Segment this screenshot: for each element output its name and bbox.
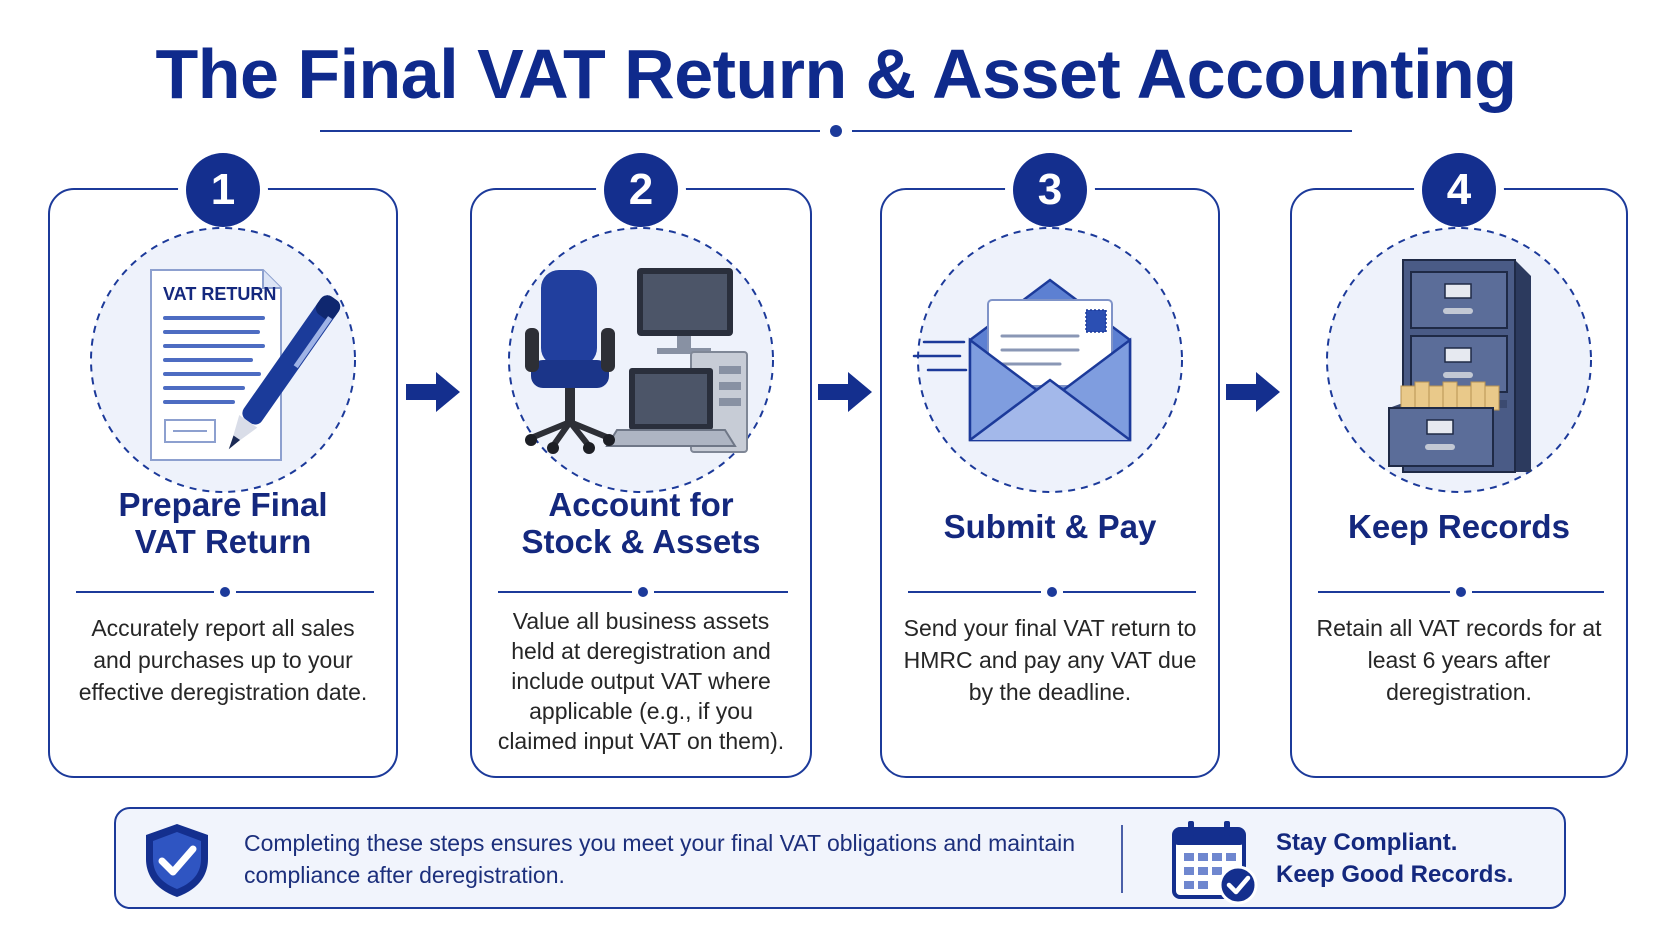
step-card-2: 2 Account for St [470,153,812,778]
step-number-badge: 1 [186,153,260,227]
office-assets-icon [508,227,774,493]
step-divider [908,587,1196,597]
title-divider [320,125,1352,137]
envelope-icon [912,227,1183,493]
step-number-badge: 2 [604,153,678,227]
footer-divider [1121,825,1123,893]
step-title: Account for Stock & Assets [521,486,761,560]
step-divider [76,587,374,597]
step-description: Accurately report all sales and purchase… [78,615,368,705]
page-title: The Final VAT Return & Asset Accounting [155,35,1517,113]
step-description: Retain all VAT records for at least 6 ye… [1316,615,1602,705]
step-description: Send your final VAT return to HMRC and p… [903,615,1197,705]
step-card-4: 4 Keep Records Retain all VAT re [1290,153,1628,778]
step-card-3: 3 Submit & Pay Send your final VAT retur… [880,153,1220,778]
step-card-1: 1 VAT RETURN Prepare Final VAT Return [48,153,398,778]
step-title: Keep Records [1348,508,1570,545]
step-description: Value all business assets held at deregi… [497,608,785,754]
arrow-right-icon [1226,372,1280,412]
calendar-check-icon [1172,821,1258,905]
svg-text:VAT RETURN: VAT RETURN [163,284,276,304]
step-divider [498,587,788,597]
vat-return-document-icon: VAT RETURN [90,227,356,493]
arrow-right-icon [406,372,460,412]
step-divider [1318,587,1604,597]
filing-cabinet-icon [1326,227,1592,493]
footer-tagline: Stay Compliant. Keep Good Records. [1276,829,1514,888]
step-number-badge: 3 [1013,153,1087,227]
shield-check-icon [146,824,208,897]
footer-banner: Completing these steps ensures you meet … [114,807,1566,909]
step-number-badge: 4 [1422,153,1496,227]
step-title: Submit & Pay [943,508,1157,545]
arrow-right-icon [818,372,872,412]
step-title: Prepare Final VAT Return [118,486,328,560]
footer-text: Completing these steps ensures you meet … [244,830,1076,888]
